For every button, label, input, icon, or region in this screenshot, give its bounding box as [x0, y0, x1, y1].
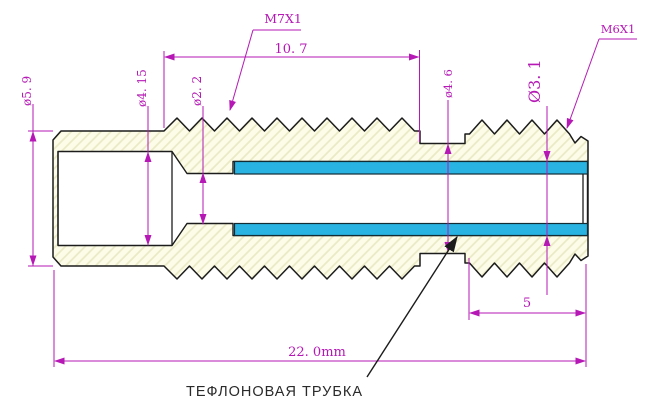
label-groove-diameter: ø4. 6: [441, 69, 455, 98]
teflon-tube: [233, 160, 589, 237]
label-right-thread: M6X1: [601, 22, 636, 36]
label-counterbore-diameter: ø4. 15: [135, 69, 149, 107]
label-outer-diameter-left: ø5. 9: [20, 76, 34, 106]
leader-m7: [229, 29, 254, 111]
label-tube-outer-diameter: Ø3. 1: [525, 59, 544, 103]
part-body: [52, 117, 589, 280]
label-left-thread: M7X1: [264, 11, 302, 26]
label-right-thread-length: 5: [523, 296, 531, 311]
label-left-thread-length: 10. 7: [274, 42, 307, 57]
teflon-tube-top-wall: [233, 160, 589, 175]
dimensions: [28, 29, 637, 367]
label-small-bore-diameter: ø2. 2: [190, 76, 204, 106]
teflon-tube-bottom-wall: [233, 222, 589, 237]
leader-teflon-tube: [366, 235, 458, 378]
dimension-labels: ø5. 9 ø4. 15 ø2. 2 ø4. 6 Ø3. 1 M7X1 M6X1…: [20, 11, 635, 360]
label-total-length: 22. 0mm: [288, 345, 346, 360]
label-teflon-tube-note: ТЕФЛОНОВАЯ ТРУБКА: [186, 384, 363, 400]
note-callout: ТЕФЛОНОВАЯ ТРУБКА: [186, 235, 458, 400]
leader-m6: [566, 38, 600, 129]
